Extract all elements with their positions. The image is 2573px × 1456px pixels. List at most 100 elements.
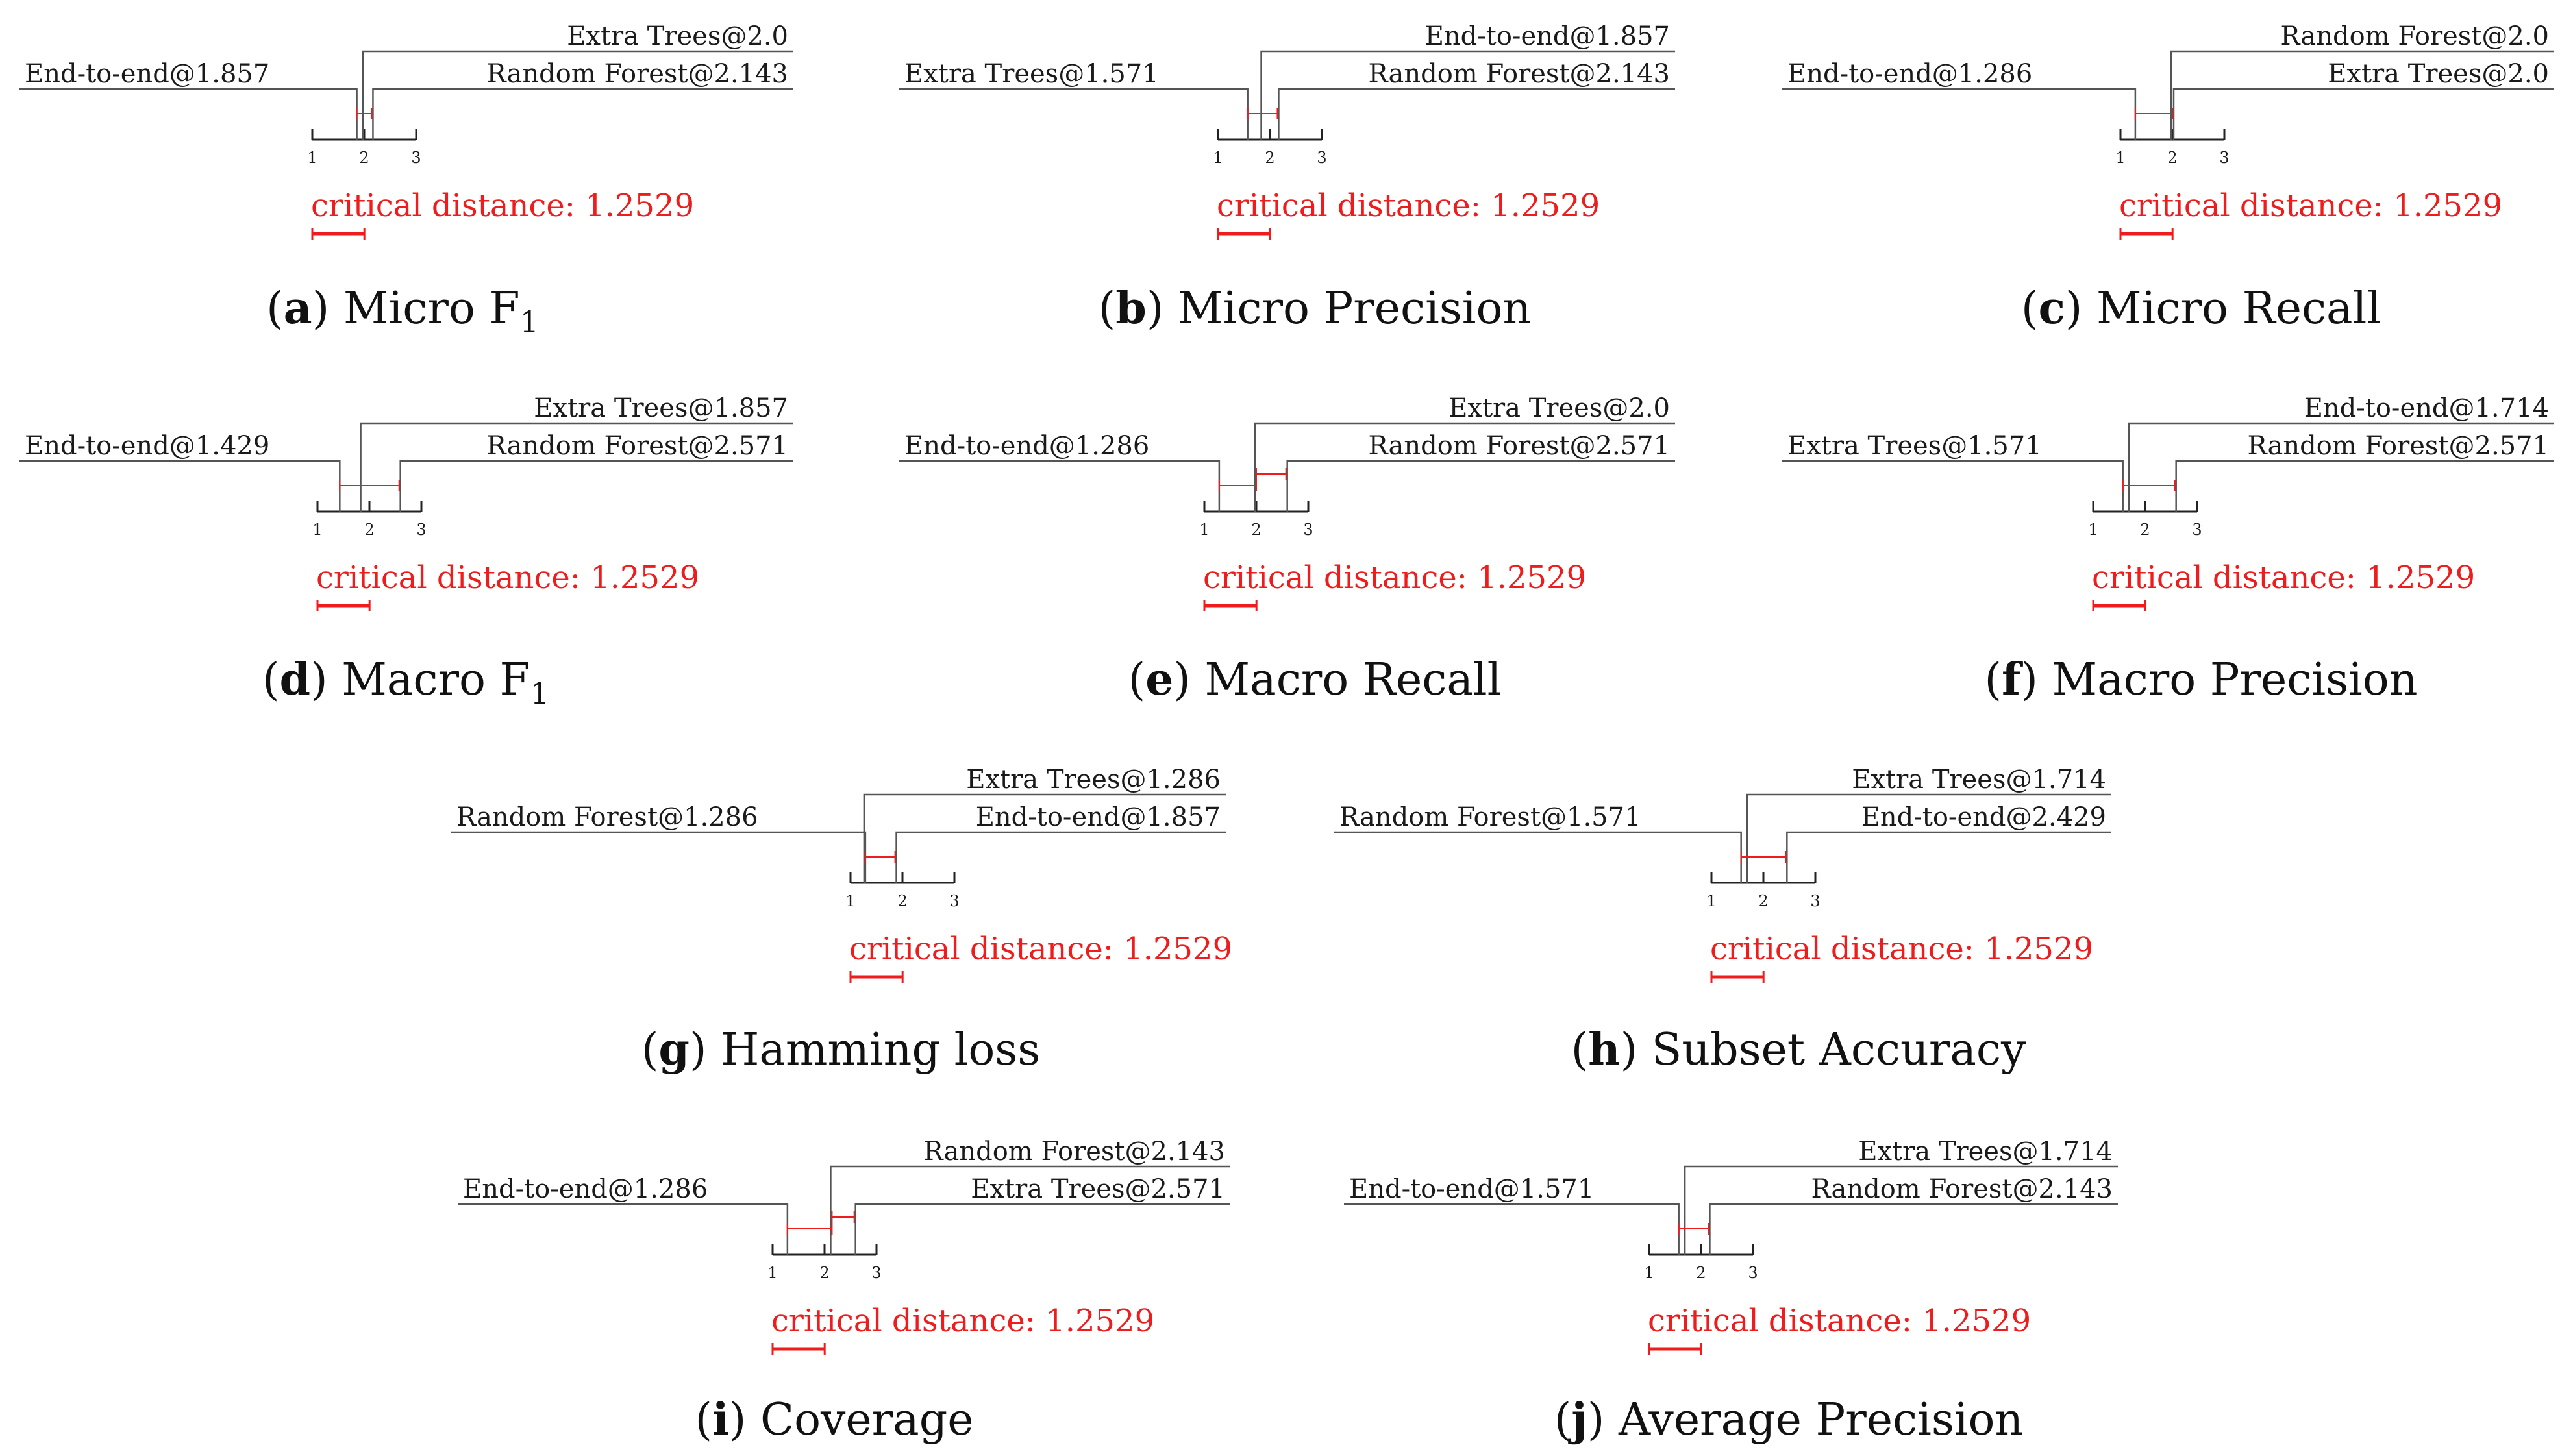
method-rank-label: Extra Trees@1.571 — [1787, 431, 2042, 461]
method-rank-label: End-to-end@1.857 — [1425, 21, 1670, 51]
method-rank-label: Extra Trees@1.714 — [1858, 1137, 2113, 1166]
panel-caption: (d) Macro F1 — [262, 654, 549, 711]
cd-panel-c: 1 2 3 End-to-end@1.286 Random Forest@2.0Extr… — [1782, 21, 2554, 334]
axis-tick-label: 2 — [1251, 521, 1261, 539]
critical-distance-label: critical distance: 1.2529 — [311, 188, 694, 224]
axis-tick-label: 3 — [416, 521, 426, 539]
method-connector — [830, 1165, 1230, 1255]
axis-tick-label: 3 — [871, 1264, 881, 1282]
method-connector — [362, 50, 793, 140]
method-connector — [1746, 793, 2111, 883]
method-connector — [1709, 1203, 2118, 1255]
method-connector — [1782, 88, 2137, 140]
axis-tick-label: 1 — [2088, 521, 2098, 539]
panel-caption: (h) Subset Accuracy — [1571, 1024, 2026, 1076]
axis-tick-label: 2 — [1265, 149, 1274, 167]
critical-distance-label: critical distance: 1.2529 — [1710, 931, 2093, 967]
method-connector — [895, 831, 1226, 883]
axis-tick-label: 2 — [2167, 149, 2177, 167]
method-rank-label: End-to-end@2.429 — [1861, 802, 2106, 832]
axis-tick-label: 1 — [2115, 149, 2125, 167]
method-rank-label: Extra Trees@1.286 — [966, 765, 1221, 795]
axis-tick-label: 1 — [312, 521, 322, 539]
method-connector — [1684, 1165, 2118, 1255]
method-connector — [2170, 50, 2554, 140]
method-connector — [854, 1203, 1230, 1255]
axis-tick-label: 1 — [767, 1264, 777, 1282]
method-connector — [899, 460, 1221, 512]
critical-distance-label: critical distance: 1.2529 — [2092, 560, 2475, 596]
critical-distance-label: critical distance: 1.2529 — [1648, 1303, 2031, 1339]
method-connector — [2172, 88, 2554, 140]
method-connector — [1344, 1203, 1680, 1255]
method-rank-label: End-to-end@1.571 — [1349, 1174, 1594, 1204]
method-connector — [458, 1203, 789, 1255]
method-rank-label: Extra Trees@1.571 — [904, 59, 1159, 89]
panel-caption: (c) Micro Recall — [2021, 282, 2381, 334]
axis-tick-label: 3 — [1303, 521, 1313, 539]
method-connector — [863, 793, 1226, 883]
axis-tick-label: 1 — [1644, 1264, 1654, 1282]
axis-tick-label: 2 — [897, 892, 907, 910]
method-rank-label: Extra Trees@1.857 — [534, 393, 788, 423]
axis-tick-label: 2 — [2140, 521, 2150, 539]
method-rank-label: Random Forest@2.571 — [2247, 431, 2549, 461]
axis-tick-label: 2 — [819, 1264, 829, 1282]
method-rank-label: Extra Trees@2.0 — [567, 21, 788, 51]
panel-caption: (b) Micro Precision — [1099, 282, 1531, 334]
method-connector — [899, 88, 1249, 140]
method-connector — [19, 88, 358, 140]
cd-panel-h: 1 2 3 Random Forest@1.571 Extra Trees@1.714E… — [1334, 765, 2111, 1076]
critical-distance-label: critical distance: 1.2529 — [1203, 560, 1586, 596]
method-connector — [1286, 460, 1675, 512]
critical-distance-label: critical distance: 1.2529 — [316, 560, 699, 596]
method-connector — [399, 460, 793, 512]
axis-tick-label: 3 — [1810, 892, 1820, 910]
panel-caption: (e) Macro Recall — [1128, 654, 1502, 706]
method-connector — [1782, 460, 2124, 512]
method-connector — [1254, 422, 1675, 512]
method-connector — [1260, 50, 1675, 140]
method-rank-label: Random Forest@2.143 — [1368, 59, 1670, 89]
method-connector — [1334, 831, 1742, 883]
method-rank-label: Random Forest@1.571 — [1339, 802, 1641, 832]
method-rank-label: End-to-end@1.286 — [1787, 59, 2032, 89]
axis-tick-label: 3 — [2192, 521, 2202, 539]
panel-caption: (a) Micro F1 — [266, 282, 539, 339]
axis-tick-label: 1 — [1199, 521, 1209, 539]
axis-tick-label: 1 — [1213, 149, 1223, 167]
critical-distance-label: critical distance: 1.2529 — [2119, 188, 2502, 224]
method-rank-label: End-to-end@1.286 — [463, 1174, 708, 1204]
method-rank-label: Random Forest@2.571 — [1368, 431, 1670, 461]
method-rank-label: Extra Trees@1.714 — [1852, 765, 2106, 795]
axis-tick-label: 1 — [1706, 892, 1716, 910]
method-connector — [2128, 422, 2554, 512]
method-rank-label: End-to-end@1.857 — [976, 802, 1221, 832]
axis-tick-label: 2 — [364, 521, 374, 539]
critical-distance-label: critical distance: 1.2529 — [1217, 188, 1600, 224]
axis-tick-label: 3 — [1748, 1264, 1758, 1282]
method-connector — [372, 88, 793, 140]
method-rank-label: Random Forest@2.143 — [486, 59, 788, 89]
method-rank-label: Extra Trees@2.0 — [2328, 59, 2549, 89]
cd-panel-e: 1 2 3 End-to-end@1.286 Extra Trees@2.0Random… — [899, 393, 1675, 706]
method-rank-label: End-to-end@1.429 — [25, 431, 269, 461]
method-rank-label: Extra Trees@2.0 — [1448, 393, 1670, 423]
panel-caption: (g) Hamming loss — [641, 1024, 1040, 1076]
axis-tick-label: 3 — [2219, 149, 2229, 167]
method-connector — [1786, 831, 2111, 883]
method-rank-label: Random Forest@2.0 — [2280, 21, 2549, 51]
axis-tick-label: 1 — [845, 892, 855, 910]
axis-tick-label: 2 — [1758, 892, 1768, 910]
method-rank-label: End-to-end@1.714 — [2304, 393, 2549, 423]
panel-caption: (f) Macro Precision — [1985, 654, 2418, 706]
critical-distance-label: critical distance: 1.2529 — [849, 931, 1232, 967]
method-rank-label: End-to-end@1.286 — [904, 431, 1149, 461]
method-connector — [451, 831, 867, 883]
axis-tick-label: 3 — [1317, 149, 1326, 167]
method-rank-label: Random Forest@2.143 — [923, 1137, 1225, 1166]
